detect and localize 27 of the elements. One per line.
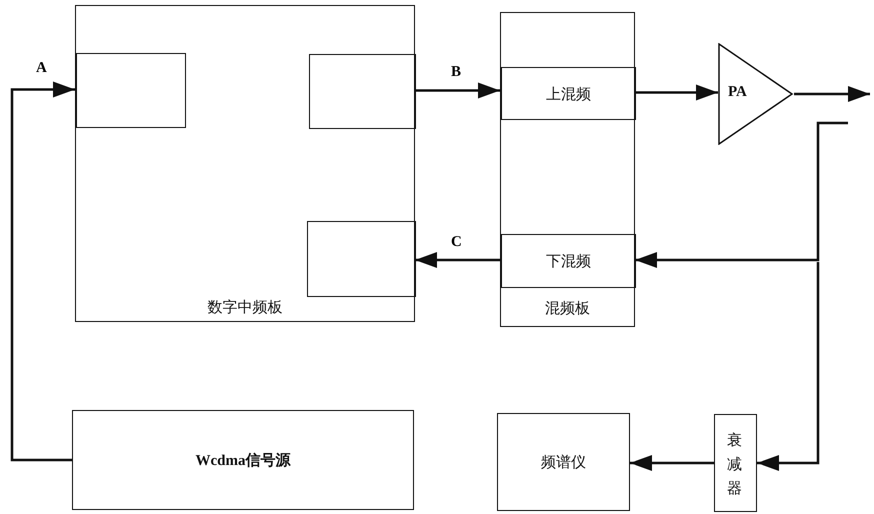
arrow — [794, 86, 870, 102]
arrow — [415, 252, 500, 268]
arrow — [10, 82, 75, 462]
source-box — [72, 410, 414, 510]
arrow — [757, 262, 820, 471]
arrow — [635, 122, 848, 268]
node-label: 上混频 — [545, 86, 592, 104]
node-label: 数字中频板 — [206, 298, 284, 317]
node-label: 混频板 — [544, 300, 591, 318]
board-box — [500, 12, 635, 327]
arrow — [415, 82, 500, 98]
node-label: 频谱仪 — [540, 454, 587, 472]
board-box — [75, 5, 415, 322]
node-label: 下混频 — [545, 252, 592, 271]
mixer-box — [501, 234, 636, 288]
node-label: Wcdma信号源 — [194, 452, 292, 470]
chip-box — [76, 53, 186, 128]
amplifier-triangle — [718, 43, 794, 145]
node-label: PA — [728, 84, 747, 101]
chip-box — [307, 221, 416, 297]
arrow — [630, 455, 714, 471]
arrow — [635, 84, 718, 100]
chip-box — [309, 54, 416, 129]
analyzer-box — [497, 413, 630, 511]
node-label: 衰减器 — [727, 431, 743, 499]
mixer-box — [501, 67, 636, 120]
attenuator-box — [714, 414, 757, 512]
